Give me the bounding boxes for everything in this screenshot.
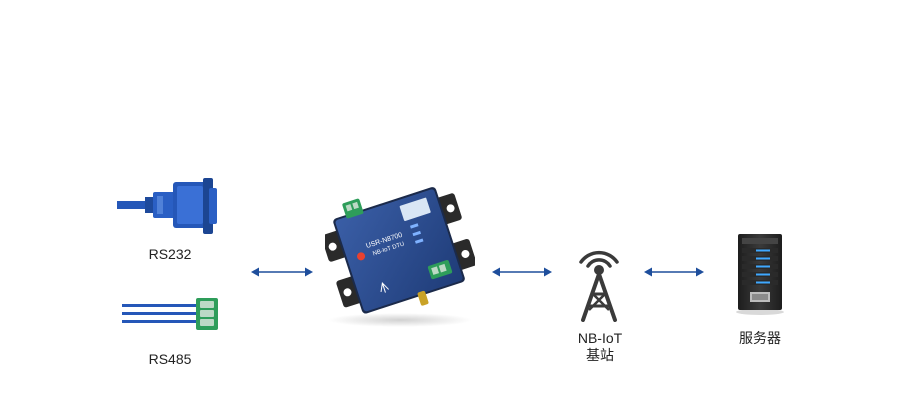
rs232-connector-icon [117, 178, 221, 236]
cell-tower-icon [573, 236, 625, 322]
base-station-label: NB-IoT 基站 [560, 330, 640, 364]
double-arrow-icon [492, 266, 552, 278]
rs485-terminal-icon [122, 296, 222, 332]
double-arrow-icon [251, 266, 313, 278]
server-label: 服务器 [739, 330, 781, 346]
base-station-label-line2: 基站 [586, 347, 614, 363]
double-arrow-icon [644, 266, 704, 278]
base-station-label-line1: NB-IoT [577, 330, 623, 346]
server-icon [736, 232, 784, 316]
rs485-label: RS485 [148, 351, 192, 367]
dtu-device-icon: USR-N8700 NB-IoT DTU [325, 178, 475, 328]
rs232-label: RS232 [148, 246, 192, 262]
